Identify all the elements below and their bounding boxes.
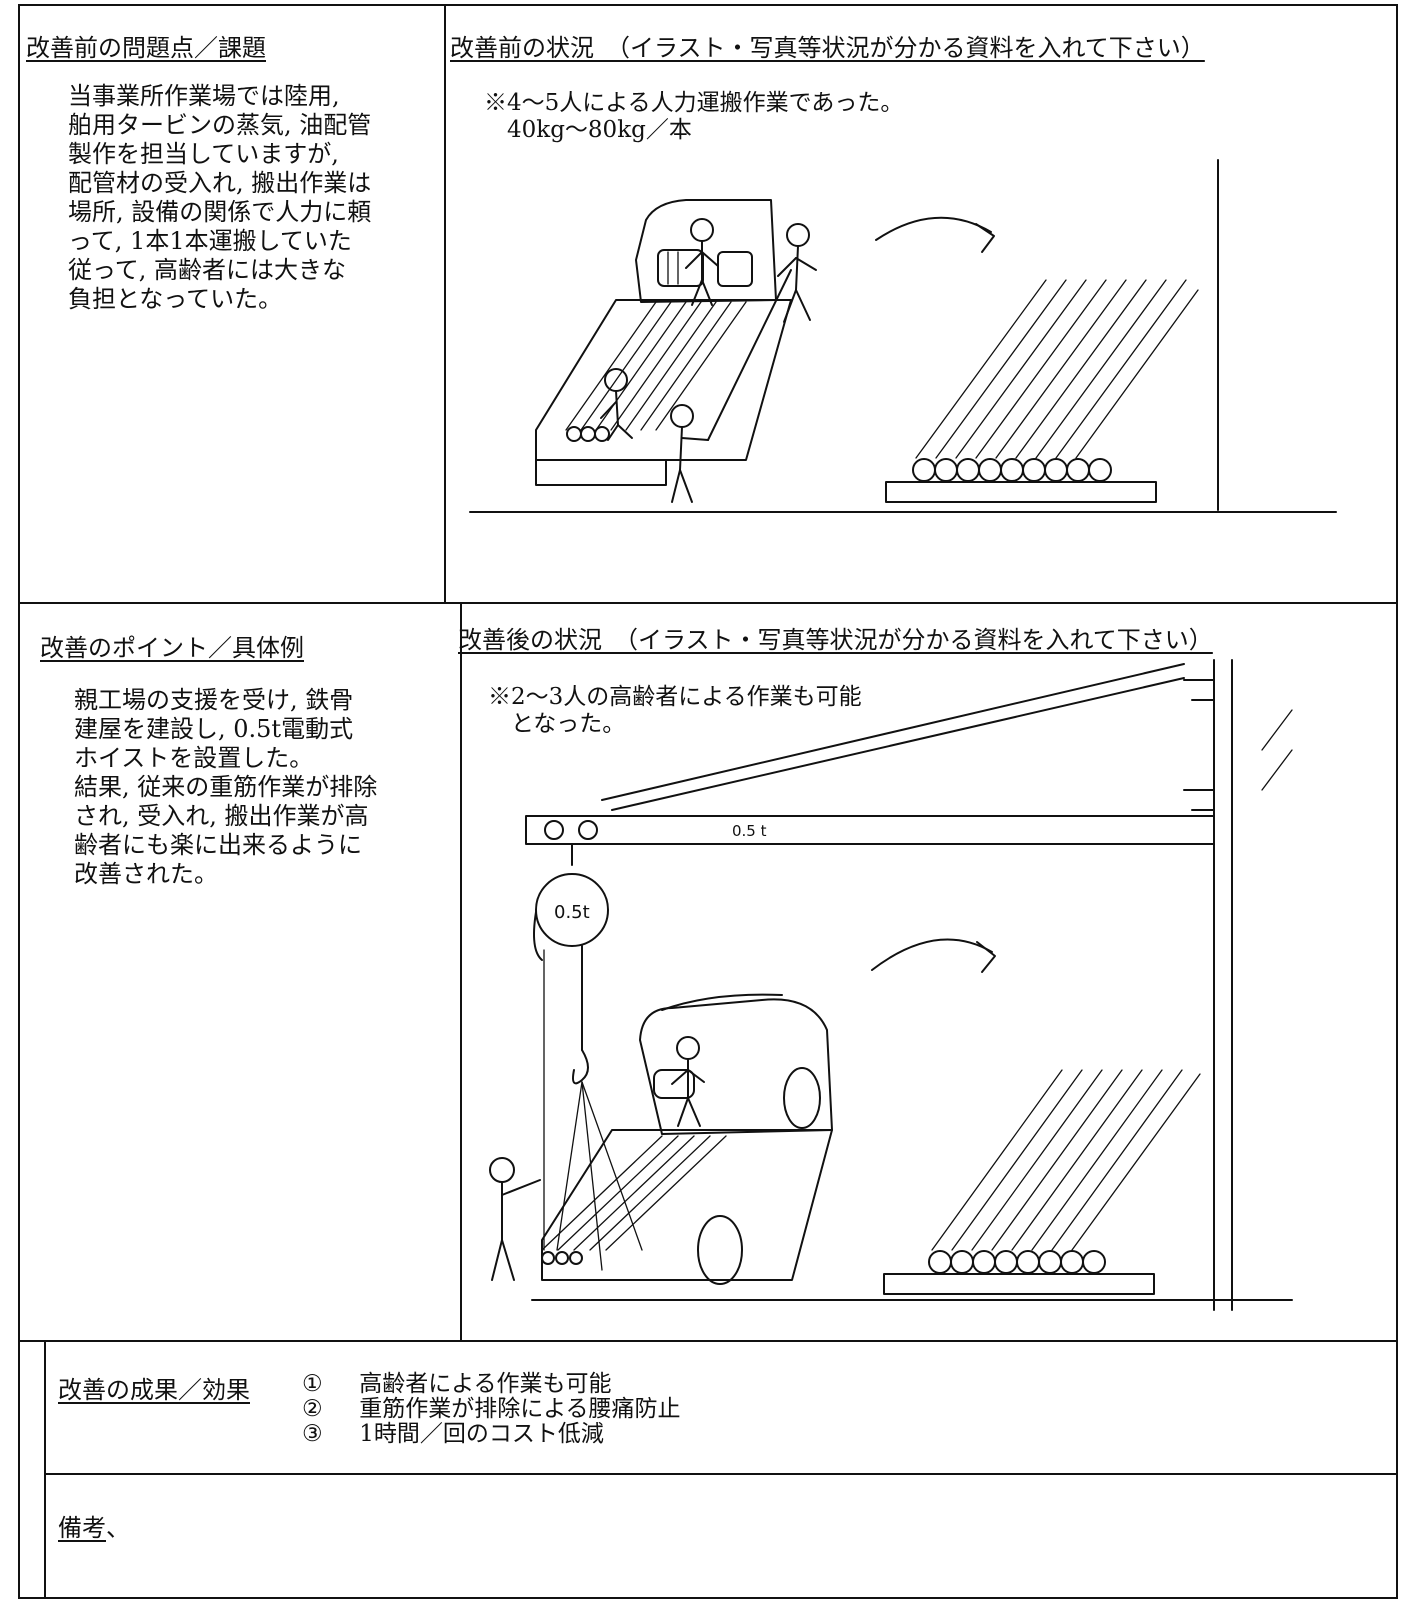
result-item-1-text: 高齢者による作業も可能 [359, 1371, 612, 1397]
before-note: ※4～5人による人力運搬作業であった。 40kg～80kg／本 [484, 90, 904, 143]
problems-heading: 改善前の問題点／課題 [26, 34, 266, 62]
remarks-label: 備考 [58, 1514, 106, 1542]
problems-text: 当事業所作業場では陸用, 舶用タービンの蒸気, 油配管 製作を担当していますが,… [68, 82, 372, 313]
hoist-label: 0.5t [554, 902, 590, 923]
results-left-border [44, 1340, 46, 1599]
after-heading: 改善後の状況 （イラスト・写真等状況が分かる資料を入れて下さい） [458, 626, 1213, 654]
result-item-2: ② 重筋作業が排除による腰痛防止 [302, 1397, 681, 1422]
column-divider-middle [460, 602, 462, 1340]
remarks-suffix: 、 [106, 1514, 130, 1542]
remarks-heading: 備考、 [58, 1508, 130, 1543]
column-divider-top [444, 4, 446, 602]
before-illustration [446, 140, 1396, 600]
beam-label: 0.5 t [732, 822, 767, 840]
row-divider-1 [18, 602, 1398, 604]
after-illustration: 0.5 t 0.5t [462, 650, 1396, 1338]
row-divider-3 [44, 1473, 1398, 1475]
result-item-3-marker: ③ [302, 1421, 323, 1447]
result-item-2-text: 重筋作業が排除による腰痛防止 [359, 1396, 681, 1422]
result-item-1-marker: ① [302, 1371, 323, 1397]
improvement-sheet-frame [18, 4, 1398, 1599]
result-item-3: ③ 1時間／回のコスト低減 [302, 1422, 604, 1447]
before-heading: 改善前の状況 （イラスト・写真等状況が分かる資料を入れて下さい） [450, 34, 1205, 62]
result-item-3-text: 1時間／回のコスト低減 [359, 1421, 604, 1447]
points-text: 親工場の支援を受け, 鉄骨 建屋を建設し, 0.5t電動式 ホイストを設置した。… [74, 686, 378, 888]
result-item-2-marker: ② [302, 1396, 323, 1422]
row-divider-2 [18, 1340, 1398, 1342]
after-note: ※2～3人の高齢者による作業も可能 となった。 [488, 684, 862, 737]
result-item-1: ① 高齢者による作業も可能 [302, 1372, 612, 1397]
results-heading: 改善の成果／効果 [58, 1376, 250, 1404]
points-heading: 改善のポイント／具体例 [40, 634, 304, 662]
